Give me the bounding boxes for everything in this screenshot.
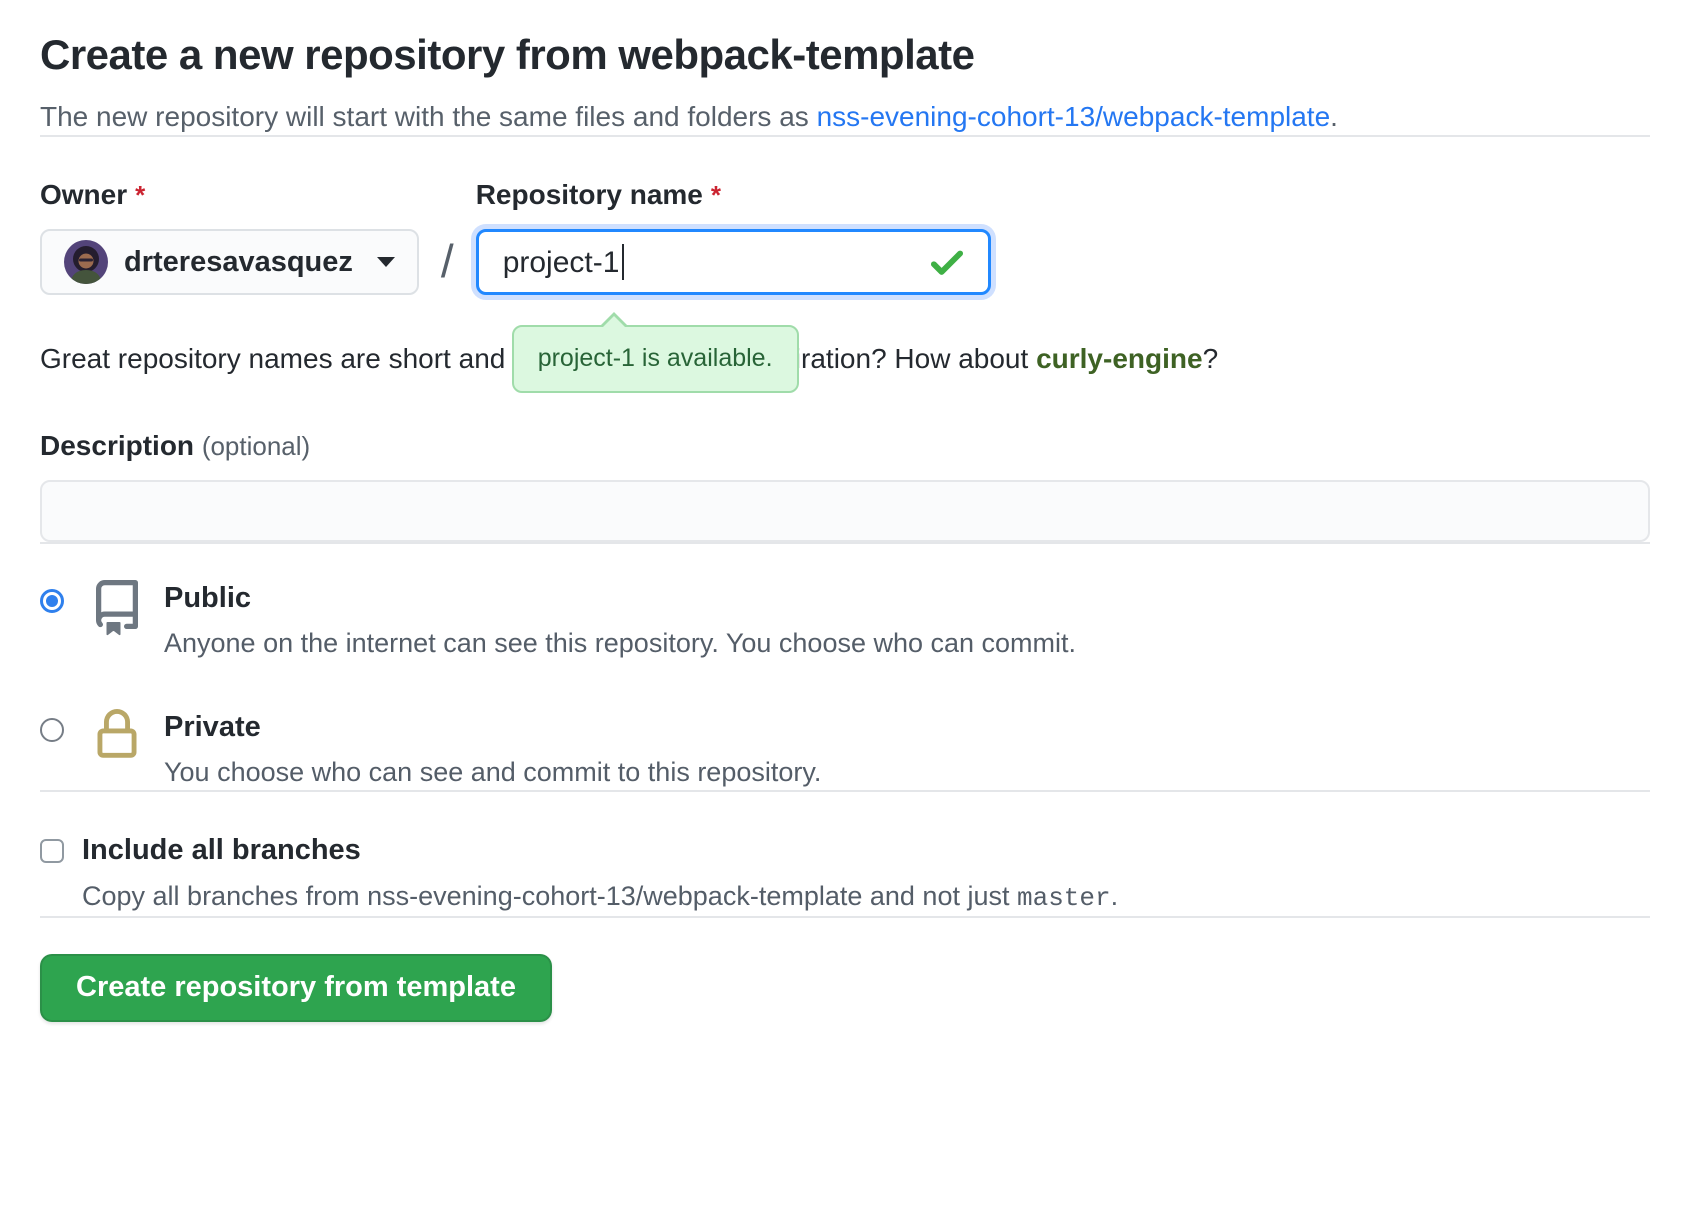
public-radio[interactable] xyxy=(40,589,64,614)
owner-avatar xyxy=(64,240,108,285)
create-repo-page: Create a new repository from webpack-tem… xyxy=(0,28,1688,1023)
dropdown-caret-icon xyxy=(376,257,395,268)
repo-name-input[interactable]: project-1 xyxy=(475,229,991,296)
include-branches-note: Copy all branches from nss-evening-cohor… xyxy=(82,879,1650,916)
owner-repo-separator: / xyxy=(440,235,454,288)
public-option-title: Public xyxy=(164,582,252,615)
divider xyxy=(40,789,1650,792)
suggested-name-link[interactable]: curly-engine xyxy=(1036,343,1203,375)
owner-label-text: Owner xyxy=(40,178,128,210)
availability-tooltip: project-1 is available. xyxy=(511,312,799,394)
visibility-option-public: Public Anyone on the internet can see th… xyxy=(40,580,1650,661)
include-branches-section: Include all branches Copy all branches f… xyxy=(40,832,1650,916)
visibility-option-private: Private You choose who can see and commi… xyxy=(40,708,1650,790)
required-asterisk: * xyxy=(710,179,721,210)
include-branches-label: Include all branches xyxy=(82,833,361,866)
optional-note: (optional) xyxy=(201,430,311,461)
branches-note-period: . xyxy=(1110,881,1119,912)
include-branches-row[interactable]: Include all branches xyxy=(40,832,1650,870)
lock-icon xyxy=(88,708,146,761)
private-radio[interactable] xyxy=(40,717,64,742)
description-label-text: Description xyxy=(40,429,195,461)
repo-name-value: project-1 xyxy=(502,245,620,279)
required-asterisk: * xyxy=(135,179,146,210)
repo-name-field: Repository name* project-1 project-1 is … xyxy=(475,177,991,394)
text-cursor xyxy=(622,244,625,281)
branches-note-text: Copy all branches from nss-evening-cohor… xyxy=(82,881,1017,912)
check-icon xyxy=(926,241,968,283)
owner-repo-row: Owner* drteresavasquez / Repository name… xyxy=(40,177,1650,394)
owner-label: Owner* xyxy=(40,177,419,213)
repo-name-label-text: Repository name xyxy=(475,178,703,210)
page-subtitle: The new repository will start with the s… xyxy=(40,99,1650,135)
repo-icon xyxy=(88,580,146,636)
create-repository-button[interactable]: Create repository from template xyxy=(40,954,552,1023)
repo-name-label: Repository name* xyxy=(476,177,991,213)
default-branch-name: master xyxy=(1016,883,1111,914)
owner-select-button[interactable]: drteresavasquez xyxy=(40,229,419,296)
private-option-description: You choose who can see and commit to thi… xyxy=(164,756,822,787)
description-section: Description (optional) xyxy=(40,428,1650,543)
owner-field: Owner* drteresavasquez xyxy=(40,177,419,296)
divider xyxy=(40,134,1650,137)
public-option-text: Public Anyone on the internet can see th… xyxy=(164,580,1076,661)
template-repo-link[interactable]: nss-evening-cohort-13/webpack-template xyxy=(816,100,1331,132)
public-option-description: Anyone on the internet can see this repo… xyxy=(164,627,1077,658)
owner-name: drteresavasquez xyxy=(124,245,353,278)
name-hint-suffix: ? xyxy=(1202,343,1219,375)
include-branches-checkbox[interactable] xyxy=(40,838,64,863)
divider xyxy=(40,916,1650,919)
subtitle-period: . xyxy=(1330,100,1338,132)
availability-tooltip-text: project-1 is available. xyxy=(537,343,773,372)
radio-dot xyxy=(46,595,58,608)
private-option-title: Private xyxy=(164,710,261,743)
description-label: Description (optional) xyxy=(40,428,1650,464)
private-option-text: Private You choose who can see and commi… xyxy=(164,709,821,790)
subtitle-text: The new repository will start with the s… xyxy=(40,100,817,132)
divider xyxy=(40,542,1650,545)
description-input[interactable] xyxy=(40,480,1650,543)
name-hint: Great repository names are short and mem… xyxy=(40,341,1650,377)
page-title: Create a new repository from webpack-tem… xyxy=(40,31,975,78)
